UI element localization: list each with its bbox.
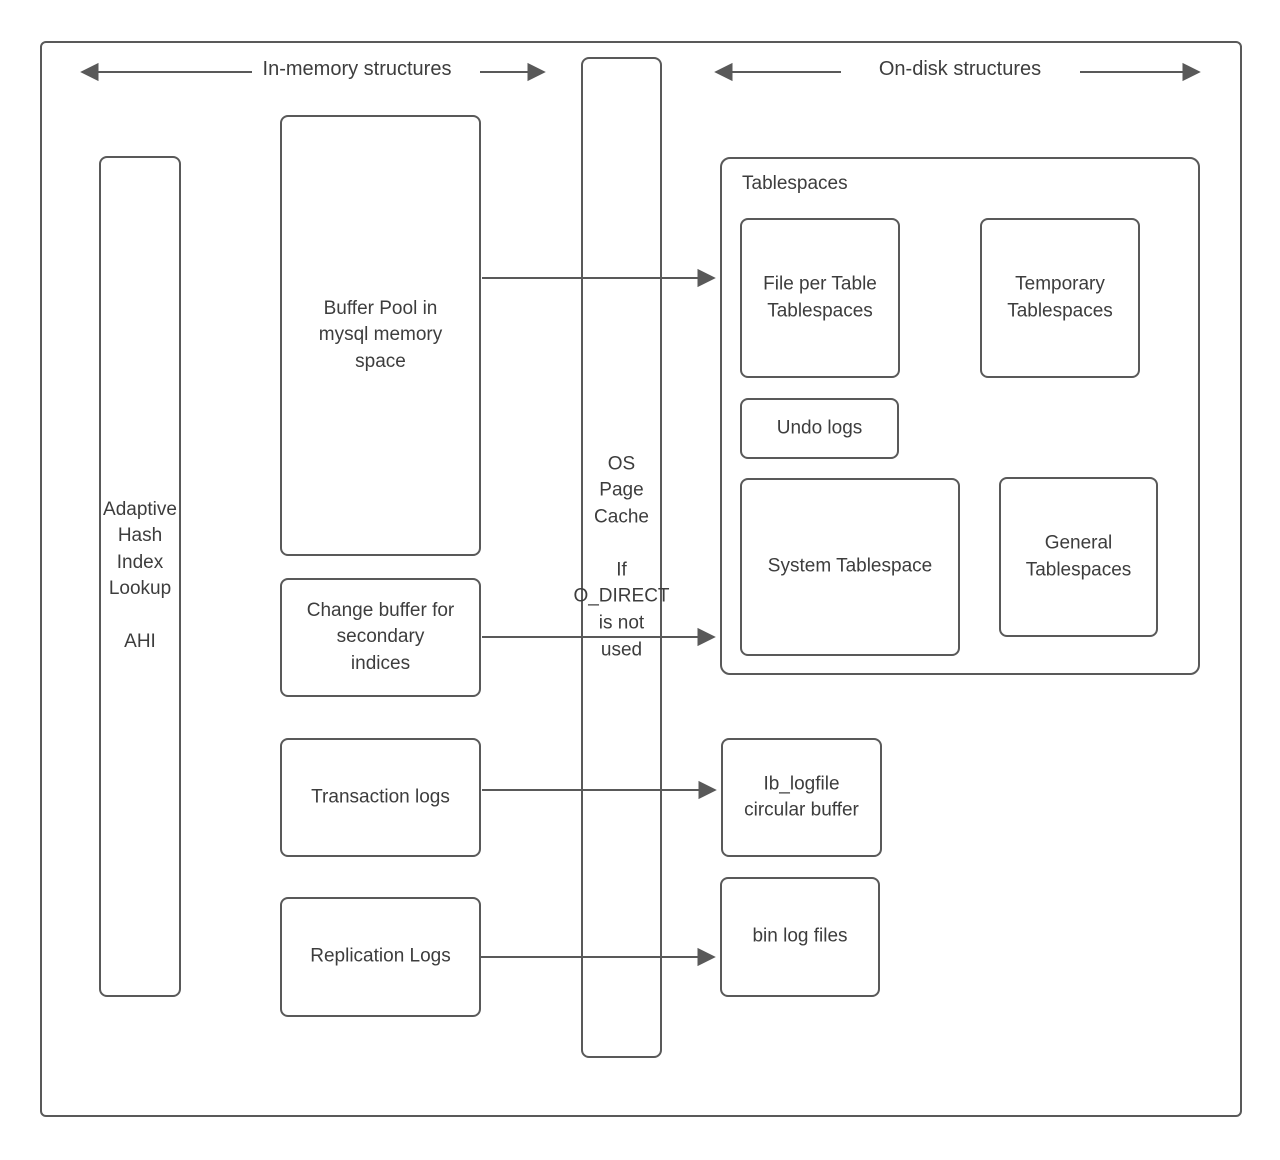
temporary-tablespaces-label: Temporary Tablespaces [1007, 273, 1113, 321]
adaptive-hash-index-node: Adaptive Hash Index Lookup AHI [99, 156, 181, 997]
ib-logfile-label: Ib_logfile circular buffer [744, 772, 859, 821]
system-tablespace-node: System Tablespace [740, 478, 960, 656]
bin-log-files-node: bin log files [720, 877, 880, 997]
adaptive-hash-index-label: Adaptive Hash Index Lookup AHI [103, 498, 177, 653]
buffer-pool-node: Buffer Pool in mysql memory space [280, 115, 481, 556]
buffer-pool-label: Buffer Pool in mysql memory space [318, 297, 443, 372]
transaction-logs-label: Transaction logs [311, 786, 450, 808]
system-tablespace-label: System Tablespace [767, 555, 933, 577]
general-tablespaces-node: General Tablespaces [999, 477, 1158, 637]
os-page-cache-label: OS Page Cache If O_DIRECT is not used [573, 453, 670, 661]
os-page-cache-node: OS Page Cache If O_DIRECT is not used [573, 57, 670, 1058]
file-per-table-tablespaces-label: File per Table Tablespaces [763, 273, 877, 321]
change-buffer-label: Change buffer for secondary indices [306, 599, 455, 674]
replication-logs-label: Replication Logs [310, 945, 451, 967]
tablespaces-group: Tablespaces File per Table Tablespaces T… [720, 157, 1200, 675]
diagram-outer-border [40, 41, 1242, 1117]
tablespaces-group-label: Tablespaces [742, 173, 848, 194]
in-memory-structures-label: In-memory structures [262, 58, 452, 80]
bin-log-files-label: bin log files [752, 925, 848, 947]
undo-logs-node: Undo logs [740, 398, 899, 459]
general-tablespaces-label: General Tablespaces [1025, 532, 1132, 580]
undo-logs-label: Undo logs [776, 417, 863, 439]
replication-logs-node: Replication Logs [280, 897, 481, 1017]
file-per-table-tablespaces-node: File per Table Tablespaces [740, 218, 900, 378]
ib-logfile-node: Ib_logfile circular buffer [721, 738, 882, 857]
change-buffer-node: Change buffer for secondary indices [280, 578, 481, 697]
on-disk-structures-label: On-disk structures [878, 58, 1042, 80]
temporary-tablespaces-node: Temporary Tablespaces [980, 218, 1140, 378]
transaction-logs-node: Transaction logs [280, 738, 481, 857]
